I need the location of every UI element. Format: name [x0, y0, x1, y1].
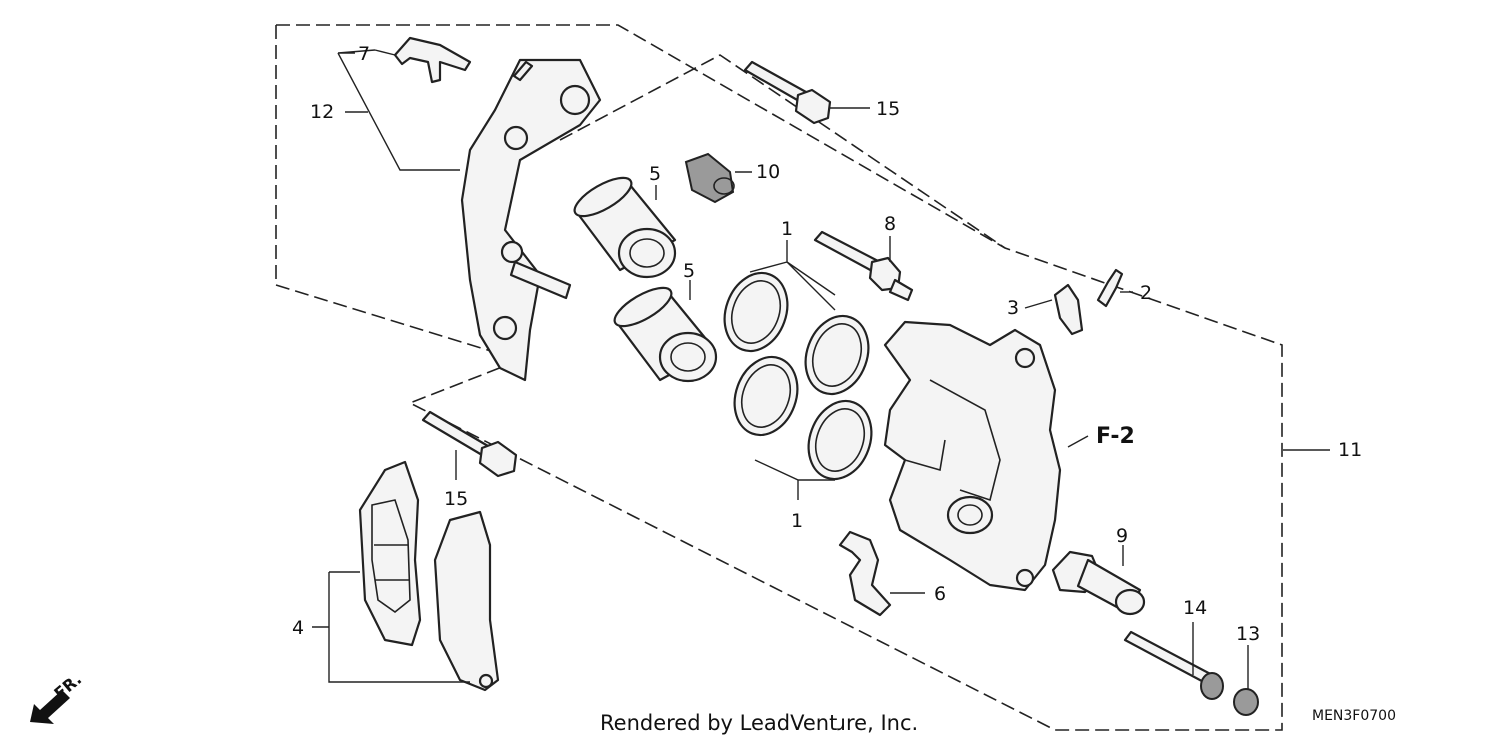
callout-8: 8	[884, 213, 896, 235]
callout-15-upper: 15	[876, 98, 900, 120]
arrow-down-left-icon	[30, 690, 70, 724]
callout-2: 2	[1140, 282, 1152, 304]
callout-1-upper: 1	[781, 218, 793, 240]
caliper-body-part	[883, 320, 1062, 592]
callout-6: 6	[934, 583, 946, 605]
pin-part	[1123, 630, 1224, 700]
callout-10: 10	[756, 161, 780, 183]
callout-13: 13	[1236, 623, 1260, 645]
bolt-lower-part	[421, 410, 518, 478]
callout-4: 4	[292, 617, 304, 639]
pin-bolt-part	[1051, 550, 1146, 616]
bleeder-valve-part	[1096, 268, 1124, 308]
washer-part	[1053, 283, 1084, 336]
callouts: 7 12 5 5 10 15 1 1 8 2 3 11 9 6 15 4 14 …	[292, 43, 1362, 645]
slide-pin-part	[813, 230, 914, 302]
callout-7: 7	[358, 43, 370, 65]
diagram-code: MEN3F0700	[1312, 708, 1396, 724]
callout-14: 14	[1183, 597, 1207, 619]
callout-15-lower: 15	[444, 488, 468, 510]
brake-pad-right-part	[433, 510, 500, 692]
brake-pad-left-part	[358, 460, 422, 647]
callout-5-lower: 5	[683, 260, 695, 282]
plug-part	[1233, 688, 1259, 716]
caliper-bracket-part	[460, 58, 602, 382]
piston-lower-part	[613, 286, 718, 383]
assembly-outline	[275, 24, 1283, 731]
pad-spring-part	[393, 36, 472, 84]
render-credit: Rendered by LeadVentɹre, Inc.	[600, 711, 918, 735]
callout-1-lower: 1	[791, 510, 803, 532]
front-indicator: FR.	[30, 669, 85, 724]
callout-12: 12	[310, 101, 334, 123]
reference-label: F-2	[1096, 424, 1135, 449]
piston-upper-part	[573, 176, 677, 279]
callout-9: 9	[1116, 525, 1128, 547]
callout-11: 11	[1338, 439, 1362, 461]
bleeder-cap-part	[684, 152, 735, 204]
piston-seals-part	[723, 271, 873, 481]
pad-retainer-part	[838, 530, 892, 617]
callout-3: 3	[1007, 297, 1019, 319]
bolt-upper-part	[743, 60, 832, 125]
leader-lines	[312, 49, 1330, 690]
callout-5-upper: 5	[649, 163, 661, 185]
